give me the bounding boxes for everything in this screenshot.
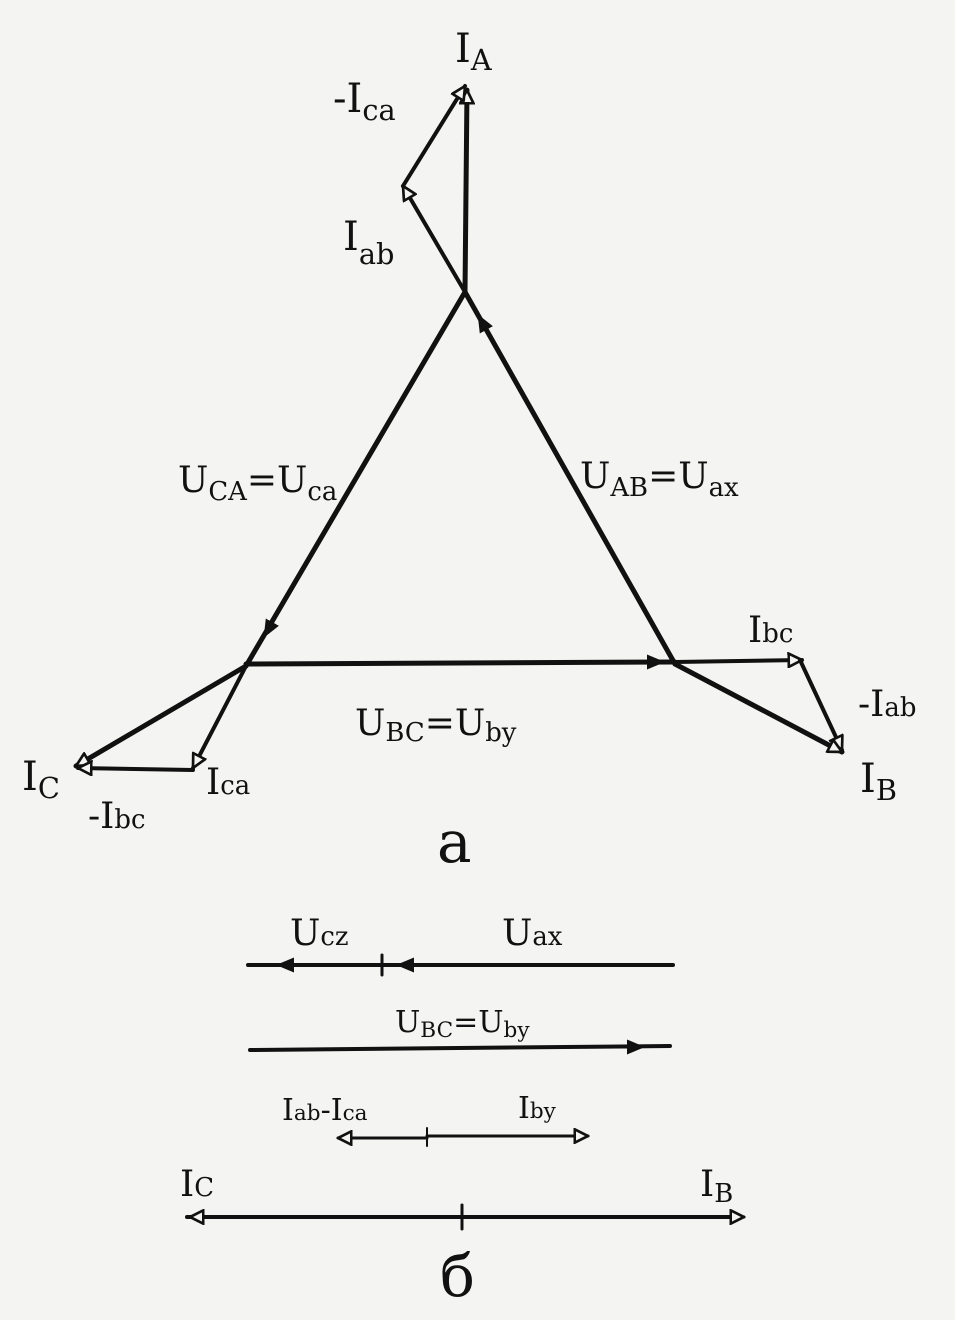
vector-ia — [465, 87, 467, 295]
line-row2 — [248, 1044, 672, 1052]
label-ubc-b: UBC=Uby — [395, 1005, 530, 1043]
vector-uca — [243, 289, 468, 669]
label-ubc: UBC=Uby — [355, 703, 517, 748]
arrow-uca — [263, 610, 280, 638]
label-iab-top: Iab — [343, 214, 394, 271]
label-ibc-right: Ibc — [748, 610, 793, 651]
linear-diagrams: Ucz Uax UBC=Uby Iab-Ica Iby IC IB — [180, 913, 746, 1310]
label-ia: IA — [455, 26, 493, 77]
label-ib-b: IB — [700, 1164, 733, 1209]
label-minus-ica-top: -Ica — [333, 76, 396, 127]
vector-ubc — [243, 659, 678, 667]
vector-ic-left — [76, 663, 249, 769]
vector-iab-top — [401, 186, 467, 294]
vector-ibc-right — [673, 660, 804, 662]
caption-b: б — [440, 1242, 475, 1310]
triangle-diagram — [76, 86, 842, 770]
label-iab-ica-b: Iab-Ica — [282, 1093, 368, 1128]
triangle-labels: IA -Ica Iab UCA=Uca UAB=Uax Ibc -Iab IB … — [22, 26, 916, 876]
vector-ica-left — [191, 664, 248, 768]
label-uab: UAB=Uax — [580, 456, 739, 503]
label-uax-b: Uax — [502, 913, 563, 954]
label-ica-left: Ica — [206, 762, 250, 803]
caption-a: a — [437, 808, 472, 876]
label-minus-iab-right: -Iab — [858, 684, 916, 725]
vector-minus-iab-right — [798, 658, 844, 750]
label-ic-b: IC — [180, 1164, 214, 1205]
label-ucz: Ucz — [290, 913, 349, 954]
arrow-uab — [477, 314, 494, 342]
label-uca: UCA=Uca — [178, 460, 337, 507]
vector-minus-ibc-left — [76, 768, 195, 770]
vector-minus-ica-top — [401, 86, 467, 188]
vector-ib-right — [672, 661, 842, 755]
label-ib-right: IB — [860, 756, 897, 807]
vector-uab — [462, 289, 678, 667]
label-minus-ibc-left: -Ibc — [88, 796, 145, 837]
label-ic-left: IC — [22, 754, 60, 805]
label-iby-b: Iby — [518, 1091, 557, 1126]
